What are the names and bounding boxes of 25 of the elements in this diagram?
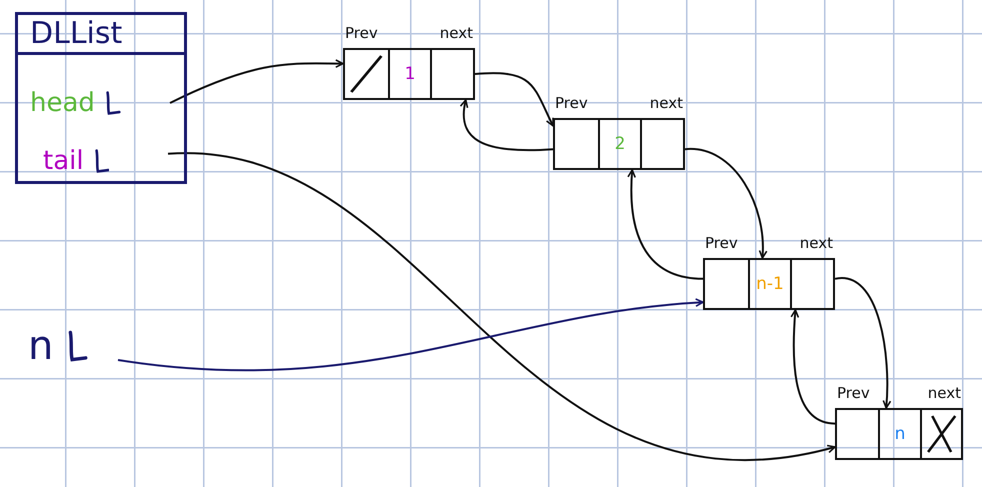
field-name: tail bbox=[43, 146, 84, 176]
class-title: DLList bbox=[18, 15, 184, 55]
arrow bbox=[460, 99, 554, 152]
arrow bbox=[790, 309, 836, 425]
node-value: 1 bbox=[404, 64, 416, 84]
arrow bbox=[118, 298, 704, 372]
arrow bbox=[474, 72, 554, 127]
node-value: n bbox=[894, 424, 906, 444]
field-label: Prev bbox=[555, 94, 588, 112]
field-name: head bbox=[30, 88, 95, 118]
variable-name: n bbox=[28, 323, 54, 369]
arrow bbox=[834, 277, 892, 409]
arrow bbox=[627, 169, 704, 280]
field-label: Prev bbox=[837, 384, 870, 402]
node-value: n-1 bbox=[756, 274, 784, 294]
field-label: next bbox=[928, 384, 961, 402]
class-box bbox=[15, 12, 187, 184]
field-label: next bbox=[650, 94, 683, 112]
field-label: next bbox=[800, 234, 833, 252]
arrow bbox=[168, 152, 836, 460]
field-label: next bbox=[440, 24, 473, 42]
arrow bbox=[684, 148, 768, 259]
node-value: 2 bbox=[614, 134, 626, 154]
field-label: Prev bbox=[345, 24, 378, 42]
field-label: Prev bbox=[705, 234, 738, 252]
